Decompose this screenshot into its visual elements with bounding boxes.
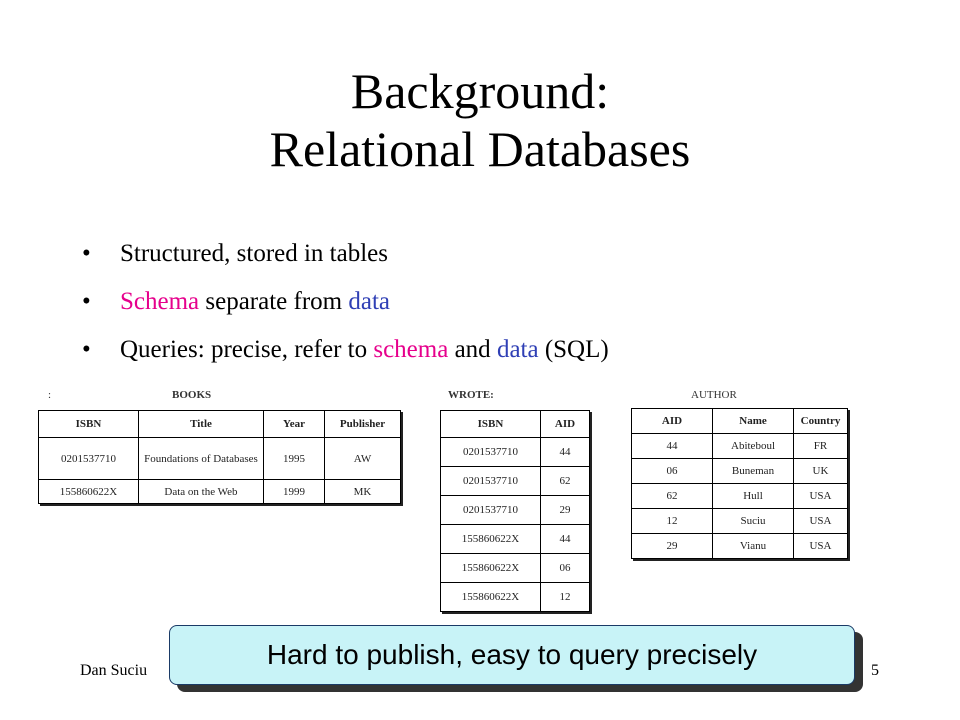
table-cell: MK [324, 479, 401, 504]
column-header: ISBN [440, 410, 541, 438]
table-cell: Data on the Web [138, 479, 264, 504]
table-cell: 0201537710 [440, 437, 541, 467]
schema-term: schema [373, 336, 449, 363]
table-cell: Vianu [712, 533, 794, 559]
table-row: 0201537710 44 [440, 437, 590, 467]
column-header: Title [138, 410, 264, 438]
column-header: Publisher [324, 410, 401, 438]
table-row: 29 Vianu USA [631, 533, 848, 559]
bullet-text: (SQL) [538, 336, 609, 363]
wrote-caption: WROTE: [448, 389, 494, 401]
page-number: 5 [871, 662, 879, 679]
table-cell: Abiteboul [712, 433, 794, 459]
table-row: 155860622X 12 [440, 582, 590, 612]
table-cell: 155860622X [440, 582, 541, 612]
table-header-row: ISBN Title Year Publisher [38, 410, 401, 438]
table-cell: 155860622X [38, 479, 139, 504]
table-cell: USA [793, 508, 848, 534]
table-cell: 29 [631, 533, 713, 559]
data-term: data [348, 288, 391, 315]
table-row: 06 Buneman UK [631, 458, 848, 484]
column-header: AID [540, 410, 590, 438]
table-cell: 06 [540, 553, 590, 583]
table-cell: UK [793, 458, 848, 484]
books-caption: BOOKS [172, 389, 212, 401]
table-row: 62 Hull USA [631, 483, 848, 509]
data-term: data [496, 336, 539, 363]
books-prefix: : [48, 389, 52, 401]
table-cell: Suciu [712, 508, 794, 534]
column-header: Year [263, 410, 325, 438]
table-cell: 44 [540, 524, 590, 554]
table-row: 0201537710 62 [440, 466, 590, 496]
column-header: Country [793, 408, 848, 434]
table-row: 155860622X Data on the Web 1999 MK [38, 479, 401, 504]
table-header-row: AID Name Country [631, 408, 848, 434]
column-header: Name [712, 408, 794, 434]
table-cell: USA [793, 483, 848, 509]
bullet-text: Structured, stored in tables [120, 240, 388, 267]
table-cell: 44 [631, 433, 713, 459]
table-cell: Foundations of Databases [138, 437, 264, 480]
bullet-item: • Schema separate from data [82, 278, 609, 326]
table-cell: Hull [712, 483, 794, 509]
callout-box: Hard to publish, easy to query precisely [169, 625, 855, 685]
bullet-marker: • [82, 336, 91, 363]
bullet-item: • Structured, stored in tables [82, 230, 609, 278]
table-cell: 62 [540, 466, 590, 496]
slide-title: Background: Relational Databases [0, 62, 960, 178]
bullet-text: Queries: precise, refer to [120, 336, 374, 363]
schema-term: Schema [120, 288, 200, 315]
author-table: AID Name Country 44 Abiteboul FR 06 Bune… [631, 408, 848, 559]
table-cell: 62 [631, 483, 713, 509]
table-cell: 1995 [263, 437, 325, 480]
table-cell: 06 [631, 458, 713, 484]
table-cell: 0201537710 [440, 495, 541, 525]
bullet-item: • Queries: precise, refer to schema and … [82, 326, 609, 374]
table-cell: 12 [540, 582, 590, 612]
bullet-text: and [448, 336, 497, 363]
wrote-table: ISBN AID 0201537710 44 0201537710 62 020… [440, 410, 590, 612]
bullet-marker: • [82, 288, 91, 315]
bullet-list: • Structured, stored in tables • Schema … [82, 230, 609, 374]
title-line-1: Background: [350, 63, 610, 119]
bullet-text: separate from [199, 288, 349, 315]
table-row: 155860622X 06 [440, 553, 590, 583]
table-cell: 155860622X [440, 553, 541, 583]
table-cell: 1999 [263, 479, 325, 504]
column-header: AID [631, 408, 713, 434]
title-line-2: Relational Databases [269, 121, 691, 177]
table-row: 155860622X 44 [440, 524, 590, 554]
table-cell: 44 [540, 437, 590, 467]
table-cell: 0201537710 [440, 466, 541, 496]
footer-author: Dan Suciu [80, 662, 148, 679]
table-cell: FR [793, 433, 848, 459]
table-cell: Buneman [712, 458, 794, 484]
table-cell: 12 [631, 508, 713, 534]
table-cell: AW [324, 437, 401, 480]
table-cell: 29 [540, 495, 590, 525]
table-cell: USA [793, 533, 848, 559]
author-caption: AUTHOR [691, 389, 737, 401]
table-row: 44 Abiteboul FR [631, 433, 848, 459]
column-header: ISBN [38, 410, 139, 438]
table-cell: 0201537710 [38, 437, 139, 480]
table-cell: 155860622X [440, 524, 541, 554]
bullet-marker: • [82, 240, 91, 267]
table-row: 12 Suciu USA [631, 508, 848, 534]
table-header-row: ISBN AID [440, 410, 590, 438]
table-row: 0201537710 29 [440, 495, 590, 525]
books-table: ISBN Title Year Publisher 0201537710 Fou… [38, 410, 401, 504]
table-row: 0201537710 Foundations of Databases 1995… [38, 437, 401, 480]
